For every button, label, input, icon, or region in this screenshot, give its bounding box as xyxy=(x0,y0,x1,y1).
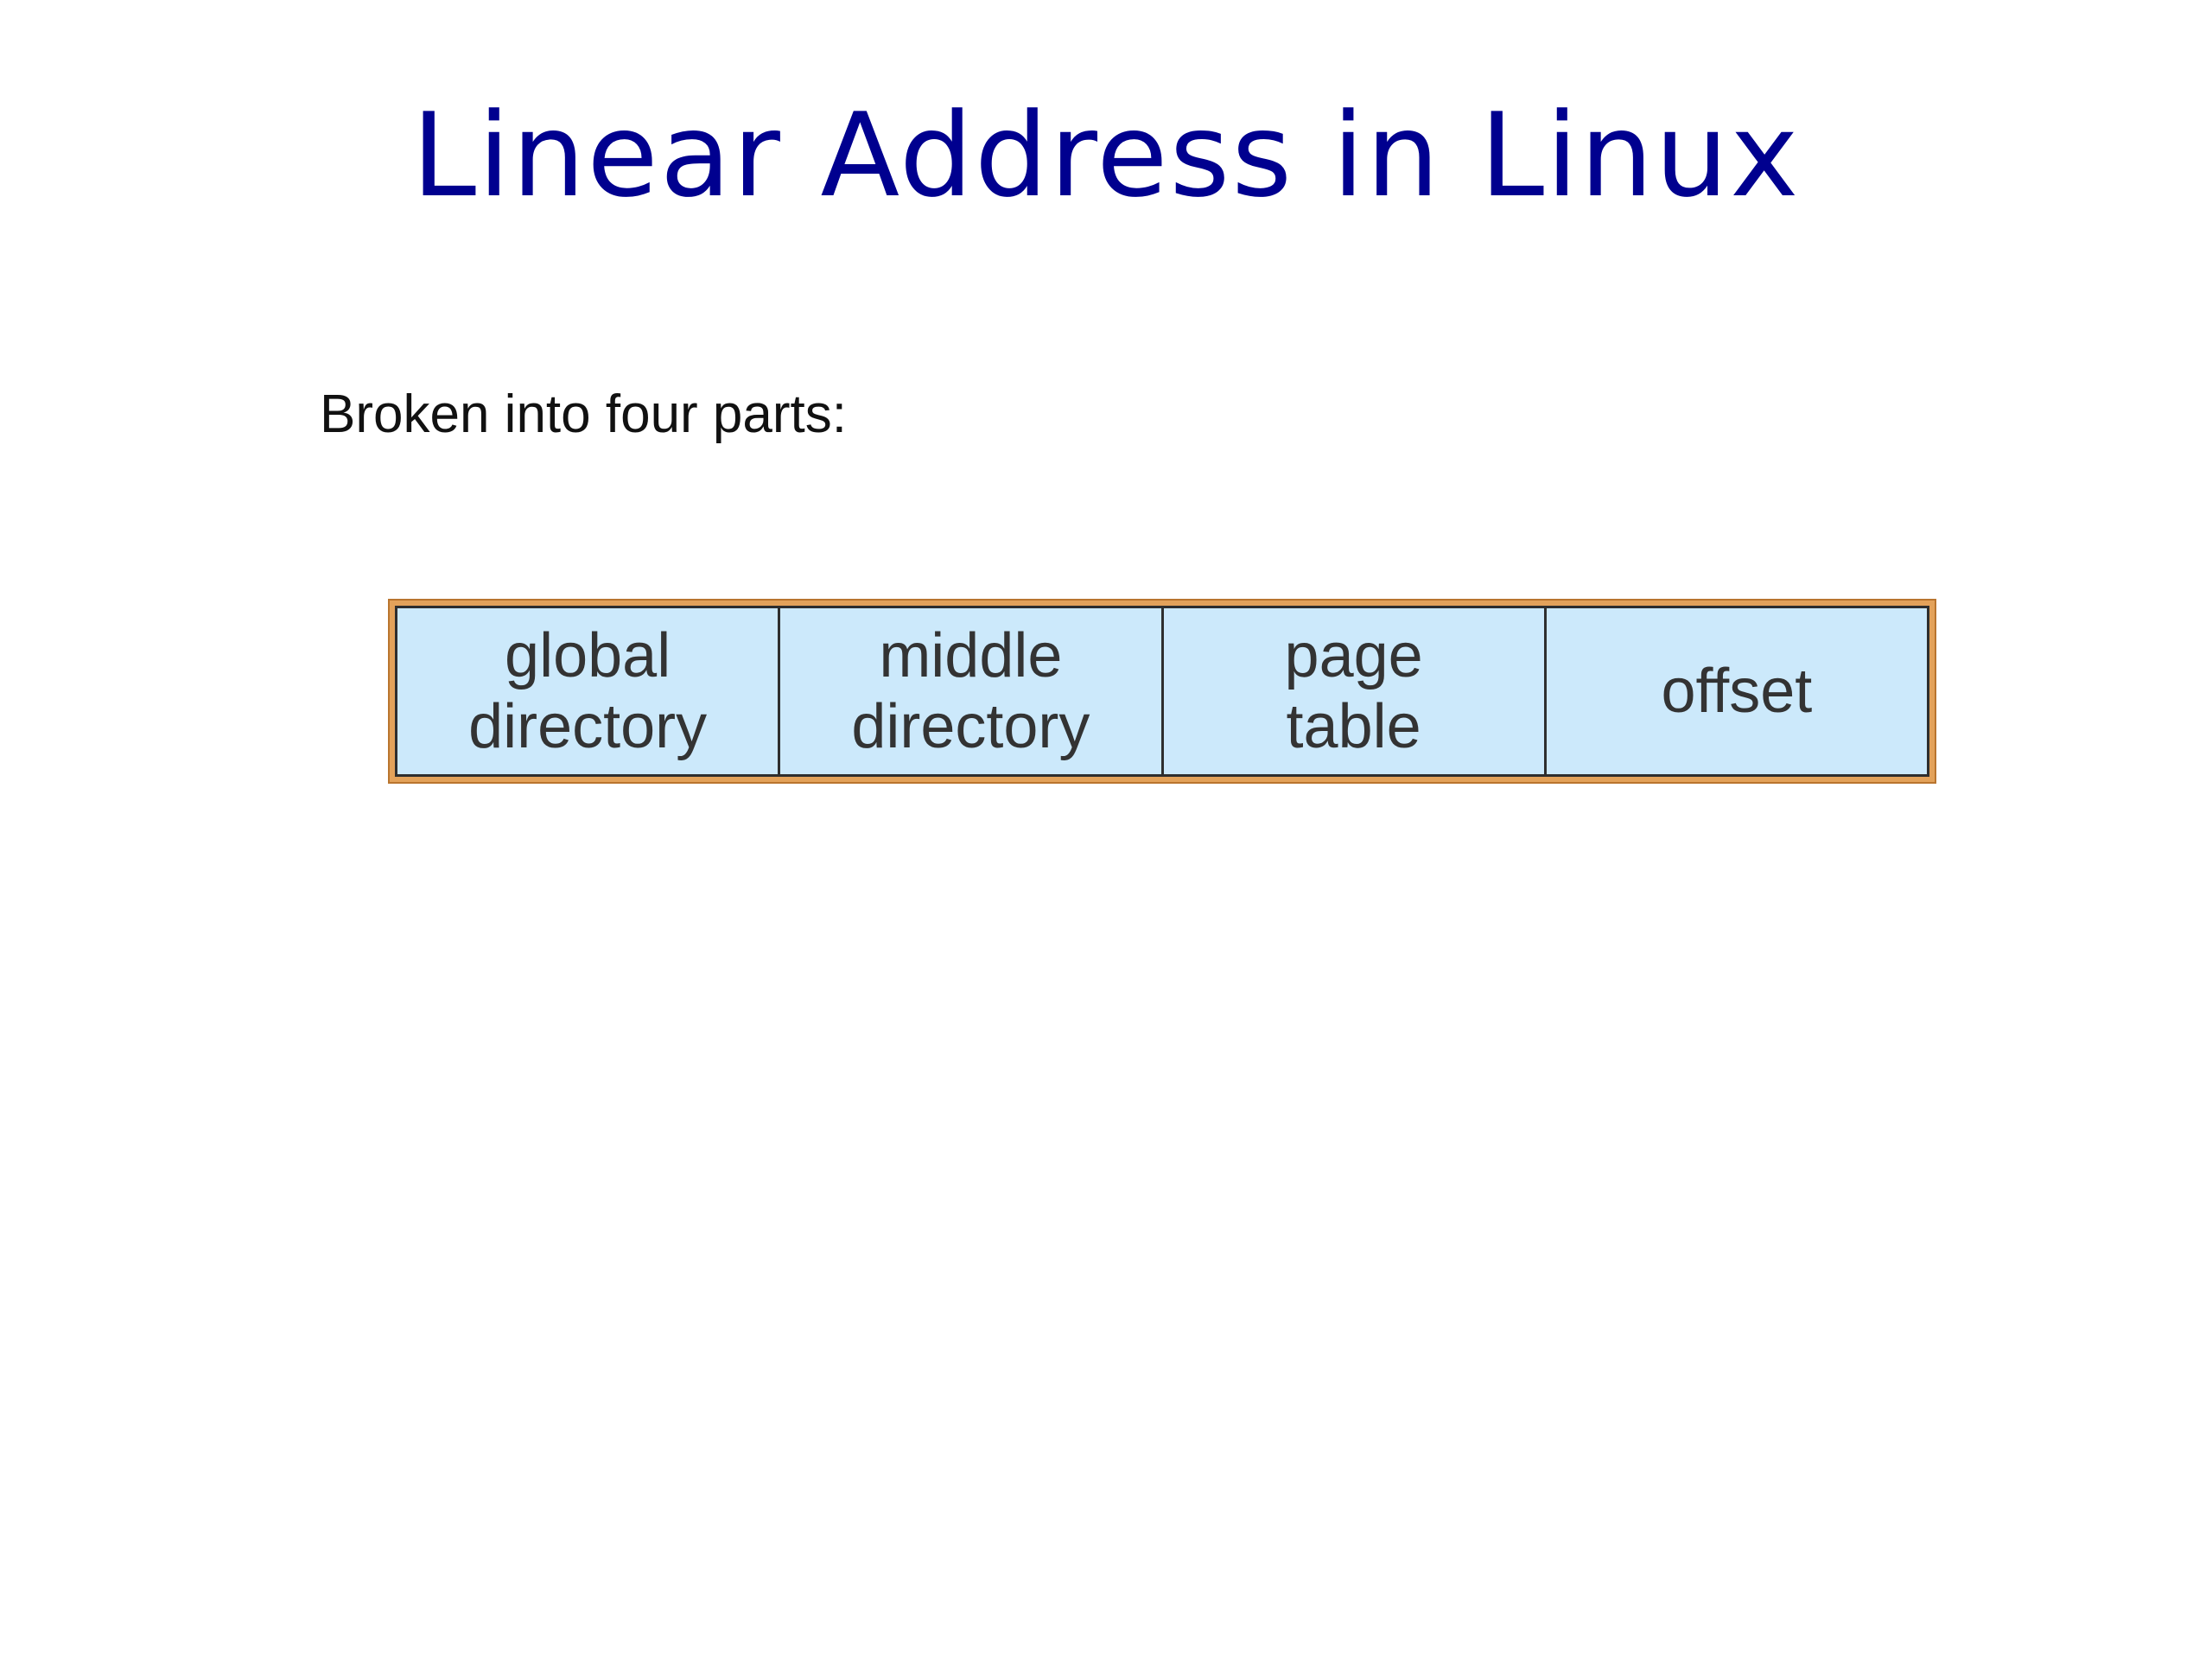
global-directory-field: global directory xyxy=(397,608,781,774)
slide-title: Linear Address in Linux xyxy=(411,88,1801,223)
address-field-row: global directory middle directory page t… xyxy=(395,606,1929,777)
intro-text: Broken into four parts: xyxy=(320,385,847,444)
page-table-field: page table xyxy=(1164,608,1547,774)
linear-address-diagram: global directory middle directory page t… xyxy=(388,599,1936,784)
offset-field: offset xyxy=(1661,657,1813,726)
middle-directory-field: middle directory xyxy=(780,608,1164,774)
